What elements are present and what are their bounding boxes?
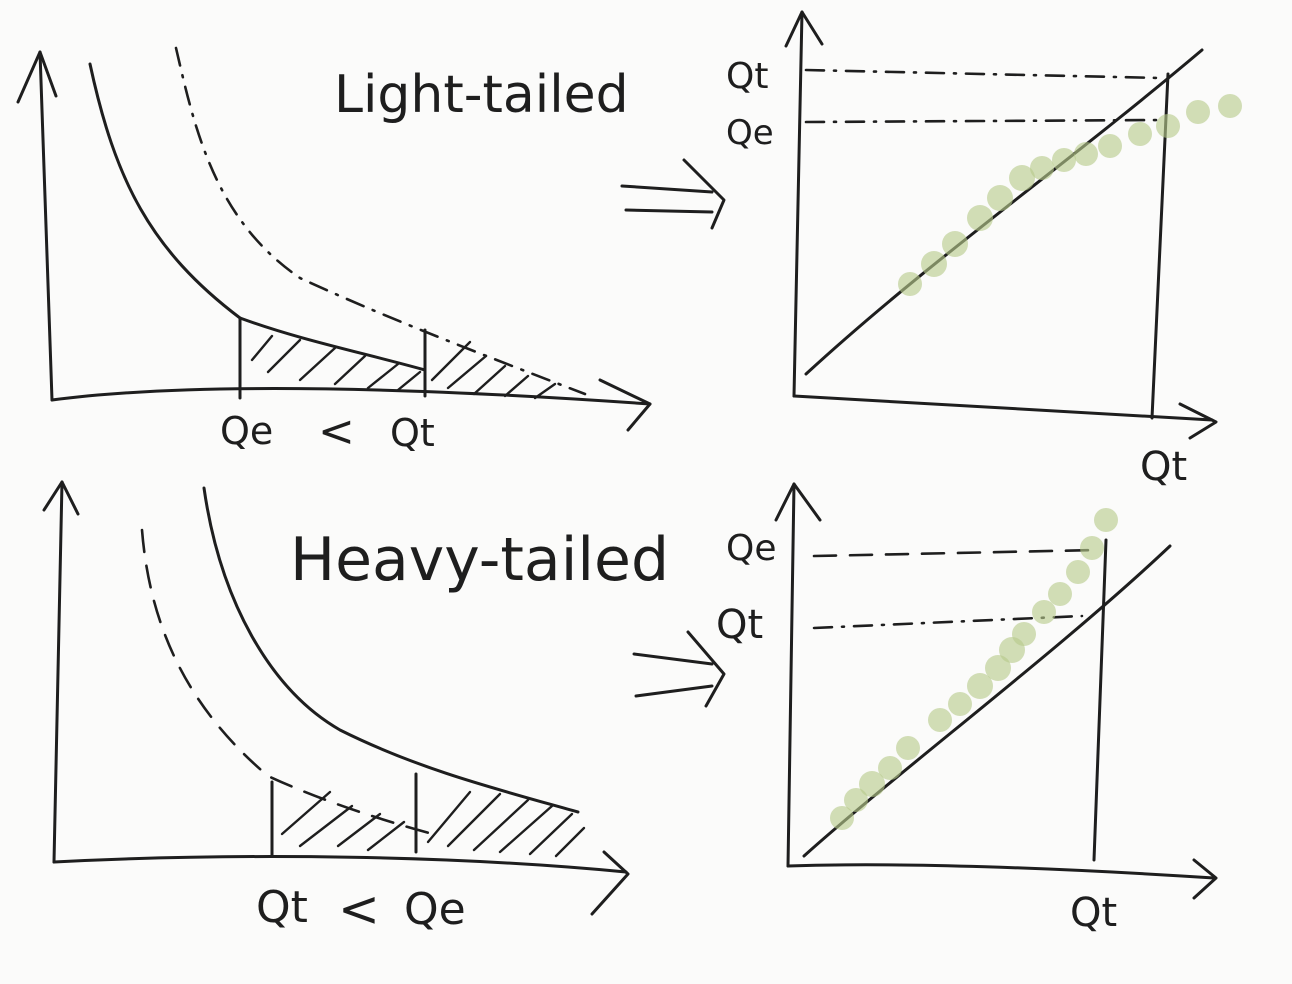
y-axis	[38, 50, 54, 402]
x-axis	[786, 863, 1216, 880]
less-than-symbol: <	[318, 406, 355, 457]
less-than-symbol: <	[338, 880, 380, 938]
qq-y-low-label: Qt	[716, 602, 763, 648]
qe-horizontal-guide	[812, 548, 1100, 558]
double-arrow-icon	[620, 158, 726, 230]
x-axis-arrowhead	[590, 850, 630, 916]
x-axis	[792, 394, 1214, 422]
qt-label: Qt	[256, 882, 308, 933]
y-axis	[786, 482, 796, 868]
qe-label: Qe	[220, 409, 273, 453]
qq-y-high-label: Qt	[726, 56, 768, 97]
qe-horizontal-guide	[804, 118, 1164, 124]
x-axis-arrowhead	[1192, 858, 1218, 900]
x-axis-arrowhead	[598, 378, 652, 432]
qt-horizontal-guide	[812, 614, 1084, 630]
shaded-tail-region	[280, 790, 586, 858]
y-axis	[792, 10, 804, 398]
qe-label: Qe	[404, 884, 466, 935]
qq-y-high-label: Qe	[726, 528, 776, 569]
double-arrow-icon	[632, 630, 726, 708]
qq-points	[898, 94, 1242, 296]
qq-x-label: Qt	[1140, 444, 1187, 490]
qq-y-low-label: Qe	[726, 113, 774, 153]
reference-line	[804, 48, 1204, 376]
qq-x-label: Qt	[1070, 890, 1117, 936]
y-axis-arrowhead	[784, 10, 824, 48]
qt-horizontal-guide	[804, 68, 1162, 80]
qt-vertical-line	[1092, 538, 1108, 862]
empirical-density-curve	[202, 486, 580, 814]
empirical-density-curve	[88, 62, 427, 372]
light-tailed-density-panel: Qe < Qt	[16, 46, 652, 457]
x-axis	[52, 855, 628, 874]
heavy-tailed-title: Heavy-tailed	[290, 525, 669, 595]
y-axis-arrowhead	[774, 482, 822, 522]
y-axis	[52, 480, 64, 864]
x-axis-arrowhead	[1178, 402, 1218, 440]
qq-points	[830, 508, 1118, 830]
y-axis-arrowhead	[16, 50, 58, 104]
heavy-tailed-density-panel: Qt < Qe	[42, 480, 630, 938]
x-axis	[50, 386, 652, 406]
heavy-tailed-qq-panel: Qe Qt Qt	[716, 482, 1218, 936]
light-tailed-title: Light-tailed	[334, 65, 629, 125]
light-tailed-qq-panel: Qt Qe Qt	[726, 10, 1242, 490]
y-axis-arrowhead	[42, 480, 80, 516]
shaded-tail-region	[250, 334, 557, 400]
qt-label: Qt	[390, 411, 435, 455]
